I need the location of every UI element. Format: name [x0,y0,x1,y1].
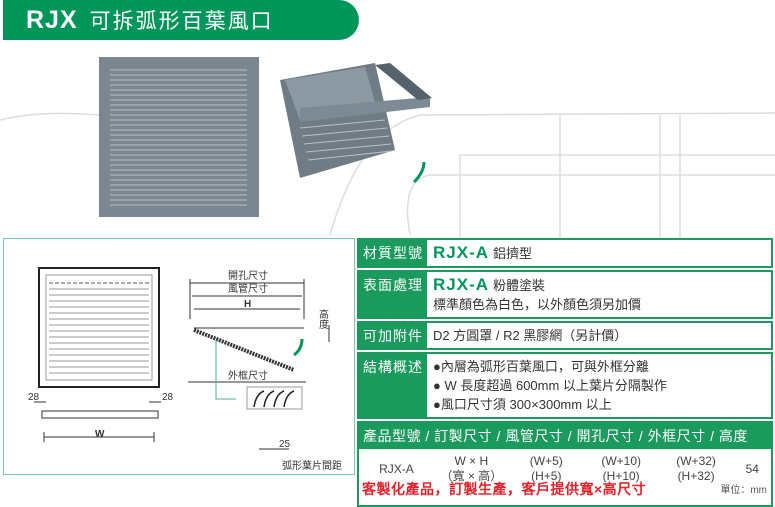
product-title: 可拆弧形百葉風口 [89,10,274,33]
size-table: 產品型號 / 訂製尺寸 / 風管尺寸 / 開孔尺寸 / 外框尺寸 / 高度 RJ… [357,421,773,507]
title-banner: RJX 可拆弧形百葉風口 [3,0,359,40]
grille-front-photo [99,57,259,217]
pitch-label: 25 [279,439,291,450]
finish-label: 表面處理 [359,272,427,317]
cell-frame: (W+32) [676,454,716,468]
custom-order-note: 客製化產品，訂製生產，客戶提供寬×高尺寸 [362,481,647,497]
rotate-arrow-icon [412,161,426,184]
unit-label: 單位：mm [720,485,767,496]
product-photos [0,57,775,238]
cell-model: RJX-A [379,462,414,476]
height-label: 高度 [317,308,329,330]
pitch-caption: 弧形葉片間距 [282,459,342,472]
cell-duct: (W+5) [529,454,563,468]
margin-left-label: 28 [28,392,40,403]
h-label: H [244,299,251,310]
finish-note: 標準顏色為白色，以外顏色須另加價 [433,297,642,312]
accessory-label: 可加附件 [359,323,427,348]
cell-opening: (H+10) [602,469,640,483]
structure-line: ●風口尺寸須 300×300mm 以上 [433,397,612,412]
front-view [38,267,160,388]
accessory-text: D2 方圓罩 / R2 黑膠網（另計價） [433,328,628,343]
rotate-arrow-icon [293,338,304,357]
margin-right-label: 28 [162,392,174,403]
finish-model: RJX-A [433,275,490,294]
dimension-drawing: 28 28 W 開孔尺寸 風管尺寸 H 高度 外框尺寸 25 弧形葉片間距 [3,238,355,475]
cell-custom: W × H [454,454,489,468]
frame-size-label: 外框尺寸 [228,369,268,382]
cell-opening: (W+10) [601,454,642,468]
side-view [188,279,330,450]
opening-size-label: 開孔尺寸 [228,269,268,282]
finish-text: 粉體塗裝 [493,278,546,293]
structure-line: ● W 長度超過 600mm 以上葉片分隔製作 [433,378,667,393]
grille-open-photo [280,63,432,178]
table-row: RJX-A W × H（寬 × 高） (W+5)(H+5) (W+10)(H+1… [359,449,771,505]
duct-size-label: 風管尺寸 [228,282,268,295]
cell-duct: (H+5) [531,469,562,483]
structure-label: 結構概述 [359,354,427,417]
bottom-view [34,401,161,442]
accessory-row: 可加附件 D2 方圓罩 / R2 黑膠網（另計價） [357,321,773,350]
material-text: 鋁擠型 [493,246,533,261]
width-label: W [95,429,105,440]
cell-custom: （寬 × 高） [440,469,503,483]
cell-frame: (H+32) [677,469,715,483]
product-code: RJX [26,5,78,34]
cell-height: 54 [745,462,759,476]
material-model: RJX-A [433,243,490,262]
material-label: 材質型號 [359,240,427,266]
size-table-header: 產品型號 / 訂製尺寸 / 風管尺寸 / 開孔尺寸 / 外框尺寸 / 高度 [359,423,771,449]
structure-line: ●內層為弧形百葉風口，可與外框分離 [433,359,649,374]
structure-row: 結構概述 ●內層為弧形百葉風口，可與外框分離 ● W 長度超過 600mm 以上… [357,352,773,419]
